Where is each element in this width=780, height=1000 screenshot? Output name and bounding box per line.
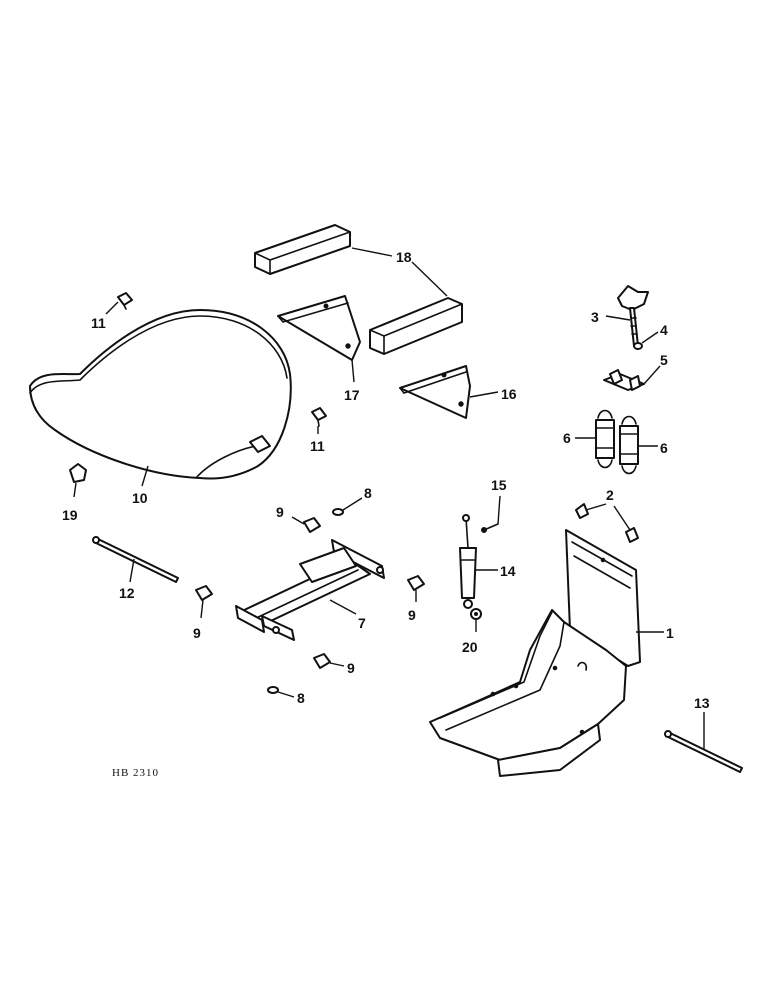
part-17-bracket <box>277 295 361 361</box>
part-8-pin-upper <box>332 508 344 516</box>
callout-17: 17 <box>344 387 360 403</box>
callout-11a: 11 <box>91 315 106 331</box>
leader-5 <box>643 365 661 385</box>
callout-9d: 9 <box>347 660 355 676</box>
part-5-bracket <box>603 369 645 391</box>
part-11-knob-lower <box>311 407 327 427</box>
leader-9d <box>329 662 345 667</box>
part-7-frame <box>235 539 385 641</box>
callout-9a: 9 <box>276 504 284 520</box>
leader-12 <box>129 558 135 583</box>
callout-5: 5 <box>660 352 668 368</box>
leader-3 <box>605 315 631 321</box>
callout-7: 7 <box>358 615 366 631</box>
leader-9b <box>200 599 204 619</box>
leader-8a <box>342 497 363 511</box>
part-9-fitting-b <box>195 585 213 601</box>
part-2-cap-left <box>575 503 589 519</box>
callout-9b: 9 <box>193 625 201 641</box>
callout-15: 15 <box>491 477 507 493</box>
callout-8a: 8 <box>364 485 372 501</box>
leader-17 <box>351 359 355 383</box>
callout-14: 14 <box>500 563 516 579</box>
part-20-washer <box>470 608 482 620</box>
part-8-pin-lower <box>267 686 279 694</box>
part-2-cap-right <box>625 527 639 543</box>
callout-16: 16 <box>501 386 517 402</box>
leader-19 <box>73 482 77 498</box>
callout-4: 4 <box>660 322 668 338</box>
part-9-fitting-c <box>407 575 425 591</box>
part-13-rod <box>664 730 743 773</box>
part-18-cushion-upper <box>254 224 351 275</box>
part-9-fitting-d <box>313 653 331 669</box>
part-9-fitting-a <box>303 517 321 533</box>
callout-2: 2 <box>606 487 614 503</box>
part-6-spring-right <box>619 415 639 475</box>
part-4-nut <box>633 342 643 350</box>
part-12-rod <box>92 536 179 583</box>
callout-3: 3 <box>591 309 599 325</box>
callout-9c: 9 <box>408 607 416 623</box>
callout-13: 13 <box>694 695 710 711</box>
callout-8b: 8 <box>297 690 305 706</box>
reference-code: HB 2310 <box>112 767 159 779</box>
leader-2a <box>585 503 607 511</box>
callout-18: 18 <box>396 249 412 265</box>
leader-7 <box>329 599 357 615</box>
callout-12: 12 <box>119 585 135 601</box>
callout-6a: 6 <box>563 430 571 446</box>
leader-18b <box>411 261 448 297</box>
part-18-cushion-lower <box>369 297 463 355</box>
part-1-seat-support <box>429 529 641 777</box>
part-11-knob-upper <box>117 292 133 310</box>
leader-9a <box>291 516 305 525</box>
part-14-shock-absorber <box>459 514 477 609</box>
leader-8b <box>277 691 295 698</box>
part-15-pin <box>481 523 499 533</box>
part-3-adjusting-knob <box>617 285 649 347</box>
callout-20: 20 <box>462 639 478 655</box>
leader-10 <box>141 465 149 487</box>
part-10-seat <box>29 309 292 480</box>
callout-1: 1 <box>666 625 674 641</box>
part-6-spring-left <box>595 409 615 469</box>
leader-11a <box>105 301 119 315</box>
leader-15 <box>497 495 501 525</box>
leader-16 <box>469 391 499 398</box>
part-19-fitting <box>69 463 87 483</box>
leader-2b <box>613 505 631 531</box>
leader-4 <box>641 331 659 344</box>
part-16-bracket <box>399 365 471 419</box>
callout-11b: 11 <box>310 438 325 454</box>
callout-10: 10 <box>132 490 148 506</box>
callout-19: 19 <box>62 507 78 523</box>
leader-18a <box>351 247 393 257</box>
callout-6b: 6 <box>660 440 668 456</box>
